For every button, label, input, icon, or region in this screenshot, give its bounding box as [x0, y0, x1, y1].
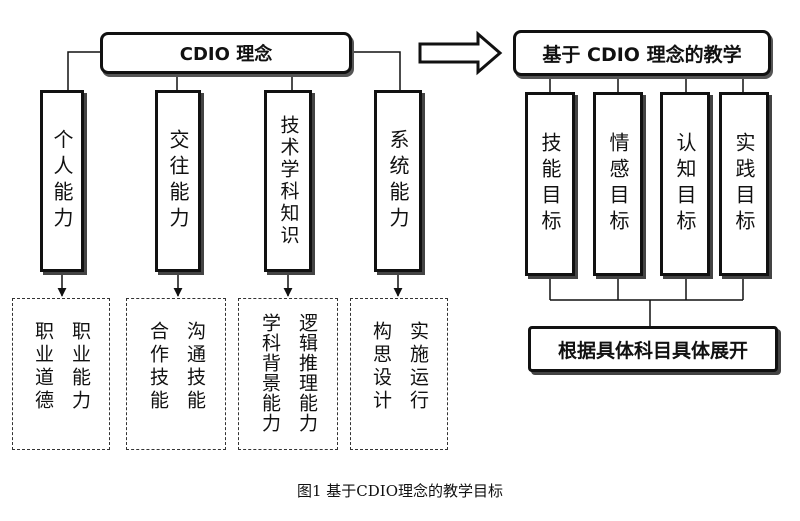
goal-label-2: 情感目标 [606, 132, 630, 236]
summary-label: 根据具体科目具体展开 [557, 339, 748, 362]
connector-root-ability-1 [67, 51, 102, 90]
ability-box-2: 交往能力 [155, 90, 201, 272]
transition-arrow [418, 30, 503, 76]
detail-4-a: 实施运行 [407, 321, 429, 413]
goal-box-4: 实践目标 [719, 92, 769, 276]
figure-caption: 图1 基于CDIO理念的教学目标 [296, 482, 504, 500]
root-box: CDIO 理念 [100, 32, 352, 74]
ability-label-3: 技术学科知识 [277, 115, 300, 247]
ability-label-1: 个人能力 [50, 129, 74, 233]
target-label: 基于 CDIO 理念的教学 [542, 43, 742, 66]
connector-root-ability-4 [350, 51, 401, 90]
detail-box-1: 职业能力 职业道德 [12, 298, 110, 450]
goal-box-3: 认知目标 [660, 92, 710, 276]
detail-3-b: 学科背景能力 [259, 313, 281, 433]
goal-label-1: 技能目标 [538, 132, 562, 236]
ability-label-4: 系统能力 [386, 129, 410, 233]
detail-1-b: 职业道德 [32, 321, 54, 413]
root-label: CDIO 理念 [179, 44, 273, 65]
ability-box-3: 技术学科知识 [264, 90, 312, 272]
detail-box-2: 沟通技能 合作技能 [126, 298, 226, 450]
goal-box-1: 技能目标 [525, 92, 575, 276]
detail-4-b: 构思设计 [370, 321, 392, 413]
goal-box-2: 情感目标 [593, 92, 643, 276]
target-box: 基于 CDIO 理念的教学 [513, 30, 771, 76]
detail-3-a: 逻辑推理能力 [296, 313, 318, 433]
ability-box-1: 个人能力 [40, 90, 84, 272]
detail-2-b: 合作技能 [147, 321, 169, 413]
goal-label-4: 实践目标 [732, 132, 756, 236]
ability-label-2: 交往能力 [166, 129, 190, 233]
ability-box-4: 系统能力 [374, 90, 422, 272]
summary-box: 根据具体科目具体展开 [528, 326, 778, 372]
goal-label-3: 认知目标 [673, 132, 697, 236]
goal-bracket [549, 276, 744, 326]
detail-box-3: 逻辑推理能力 学科背景能力 [238, 298, 338, 450]
detail-2-a: 沟通技能 [184, 321, 206, 413]
detail-1-a: 职业能力 [69, 321, 91, 413]
detail-box-4: 实施运行 构思设计 [350, 298, 448, 450]
